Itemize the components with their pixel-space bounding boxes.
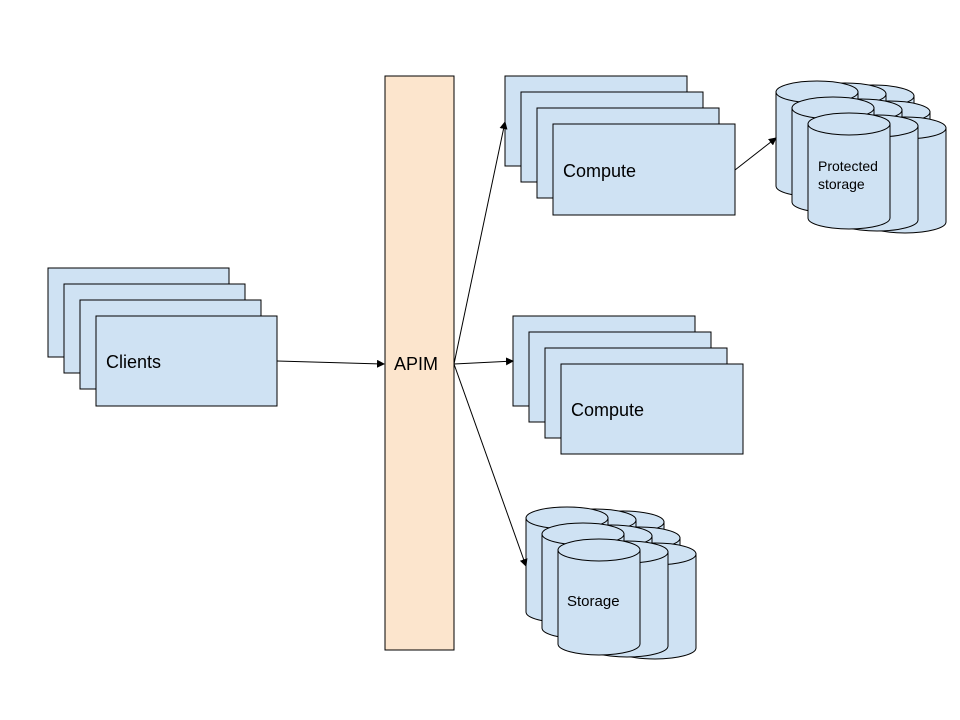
compute-top-node: Compute — [504, 75, 736, 216]
storage-cylinders — [525, 506, 697, 660]
clients-label: Clients — [106, 352, 161, 372]
storage-cylinder-9 — [557, 538, 641, 656]
compute-middle-label: Compute — [571, 400, 644, 420]
arrow-apim-to-storage — [453, 363, 528, 567]
compute-middle-node: Compute — [512, 315, 744, 455]
compute-top-label: Compute — [563, 161, 636, 181]
clients-card-front — [95, 315, 278, 407]
protected-storage-cylinders — [775, 80, 947, 234]
arrow-clients-to-apim — [276, 359, 385, 368]
arrow-compute-to-protected-storage — [734, 137, 777, 171]
protected-storage-label-line-1: Protected — [818, 158, 878, 174]
clients-node: Clients — [47, 267, 278, 407]
compute-middle-card-front — [560, 363, 744, 455]
storage-node: Storage — [525, 506, 697, 660]
compute-top-card-front — [552, 123, 736, 216]
connectors — [276, 121, 777, 567]
apim-label: APIM — [394, 354, 438, 374]
apim-box — [384, 75, 455, 651]
arrow-apim-to-compute-top — [453, 121, 508, 365]
storage-label: Storage — [567, 593, 620, 610]
protected-storage-label-line-2: storage — [818, 176, 865, 192]
protected-storage-cylinder-9 — [807, 112, 891, 230]
protected-storage-node: Protected storage — [775, 80, 947, 234]
apim-node: APIM — [384, 75, 455, 651]
arrow-apim-to-compute-middle — [453, 357, 514, 366]
